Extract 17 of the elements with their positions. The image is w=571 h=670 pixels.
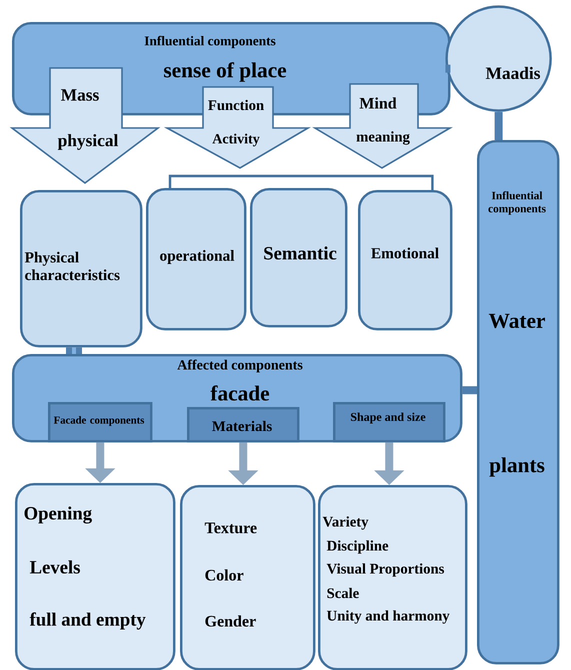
label-box: Materials [187,407,300,442]
label-box: Shape and size [333,402,446,442]
rounded-box: operational [146,188,246,330]
rounded-box: Variety Discipline Visual Proportions Scale Unity and harmony [318,485,468,670]
rounded-box: Texture Color Gender [180,485,316,670]
rounded-box: Influential components Water plants [477,140,560,664]
bracket-line [168,174,434,190]
connector-bar [66,347,82,354]
rounded-box: Physical characteristics [20,190,142,348]
rounded-box: Emotional [358,190,452,330]
connector-bar [462,386,477,394]
rounded-box: Opening Levels full and empty [15,483,176,670]
connector-bar [445,64,450,73]
circle-node: Maadis [445,5,552,112]
label-box: Facade components [48,402,152,442]
connector-bar [494,112,503,140]
rounded-box: Semantic [250,188,348,328]
